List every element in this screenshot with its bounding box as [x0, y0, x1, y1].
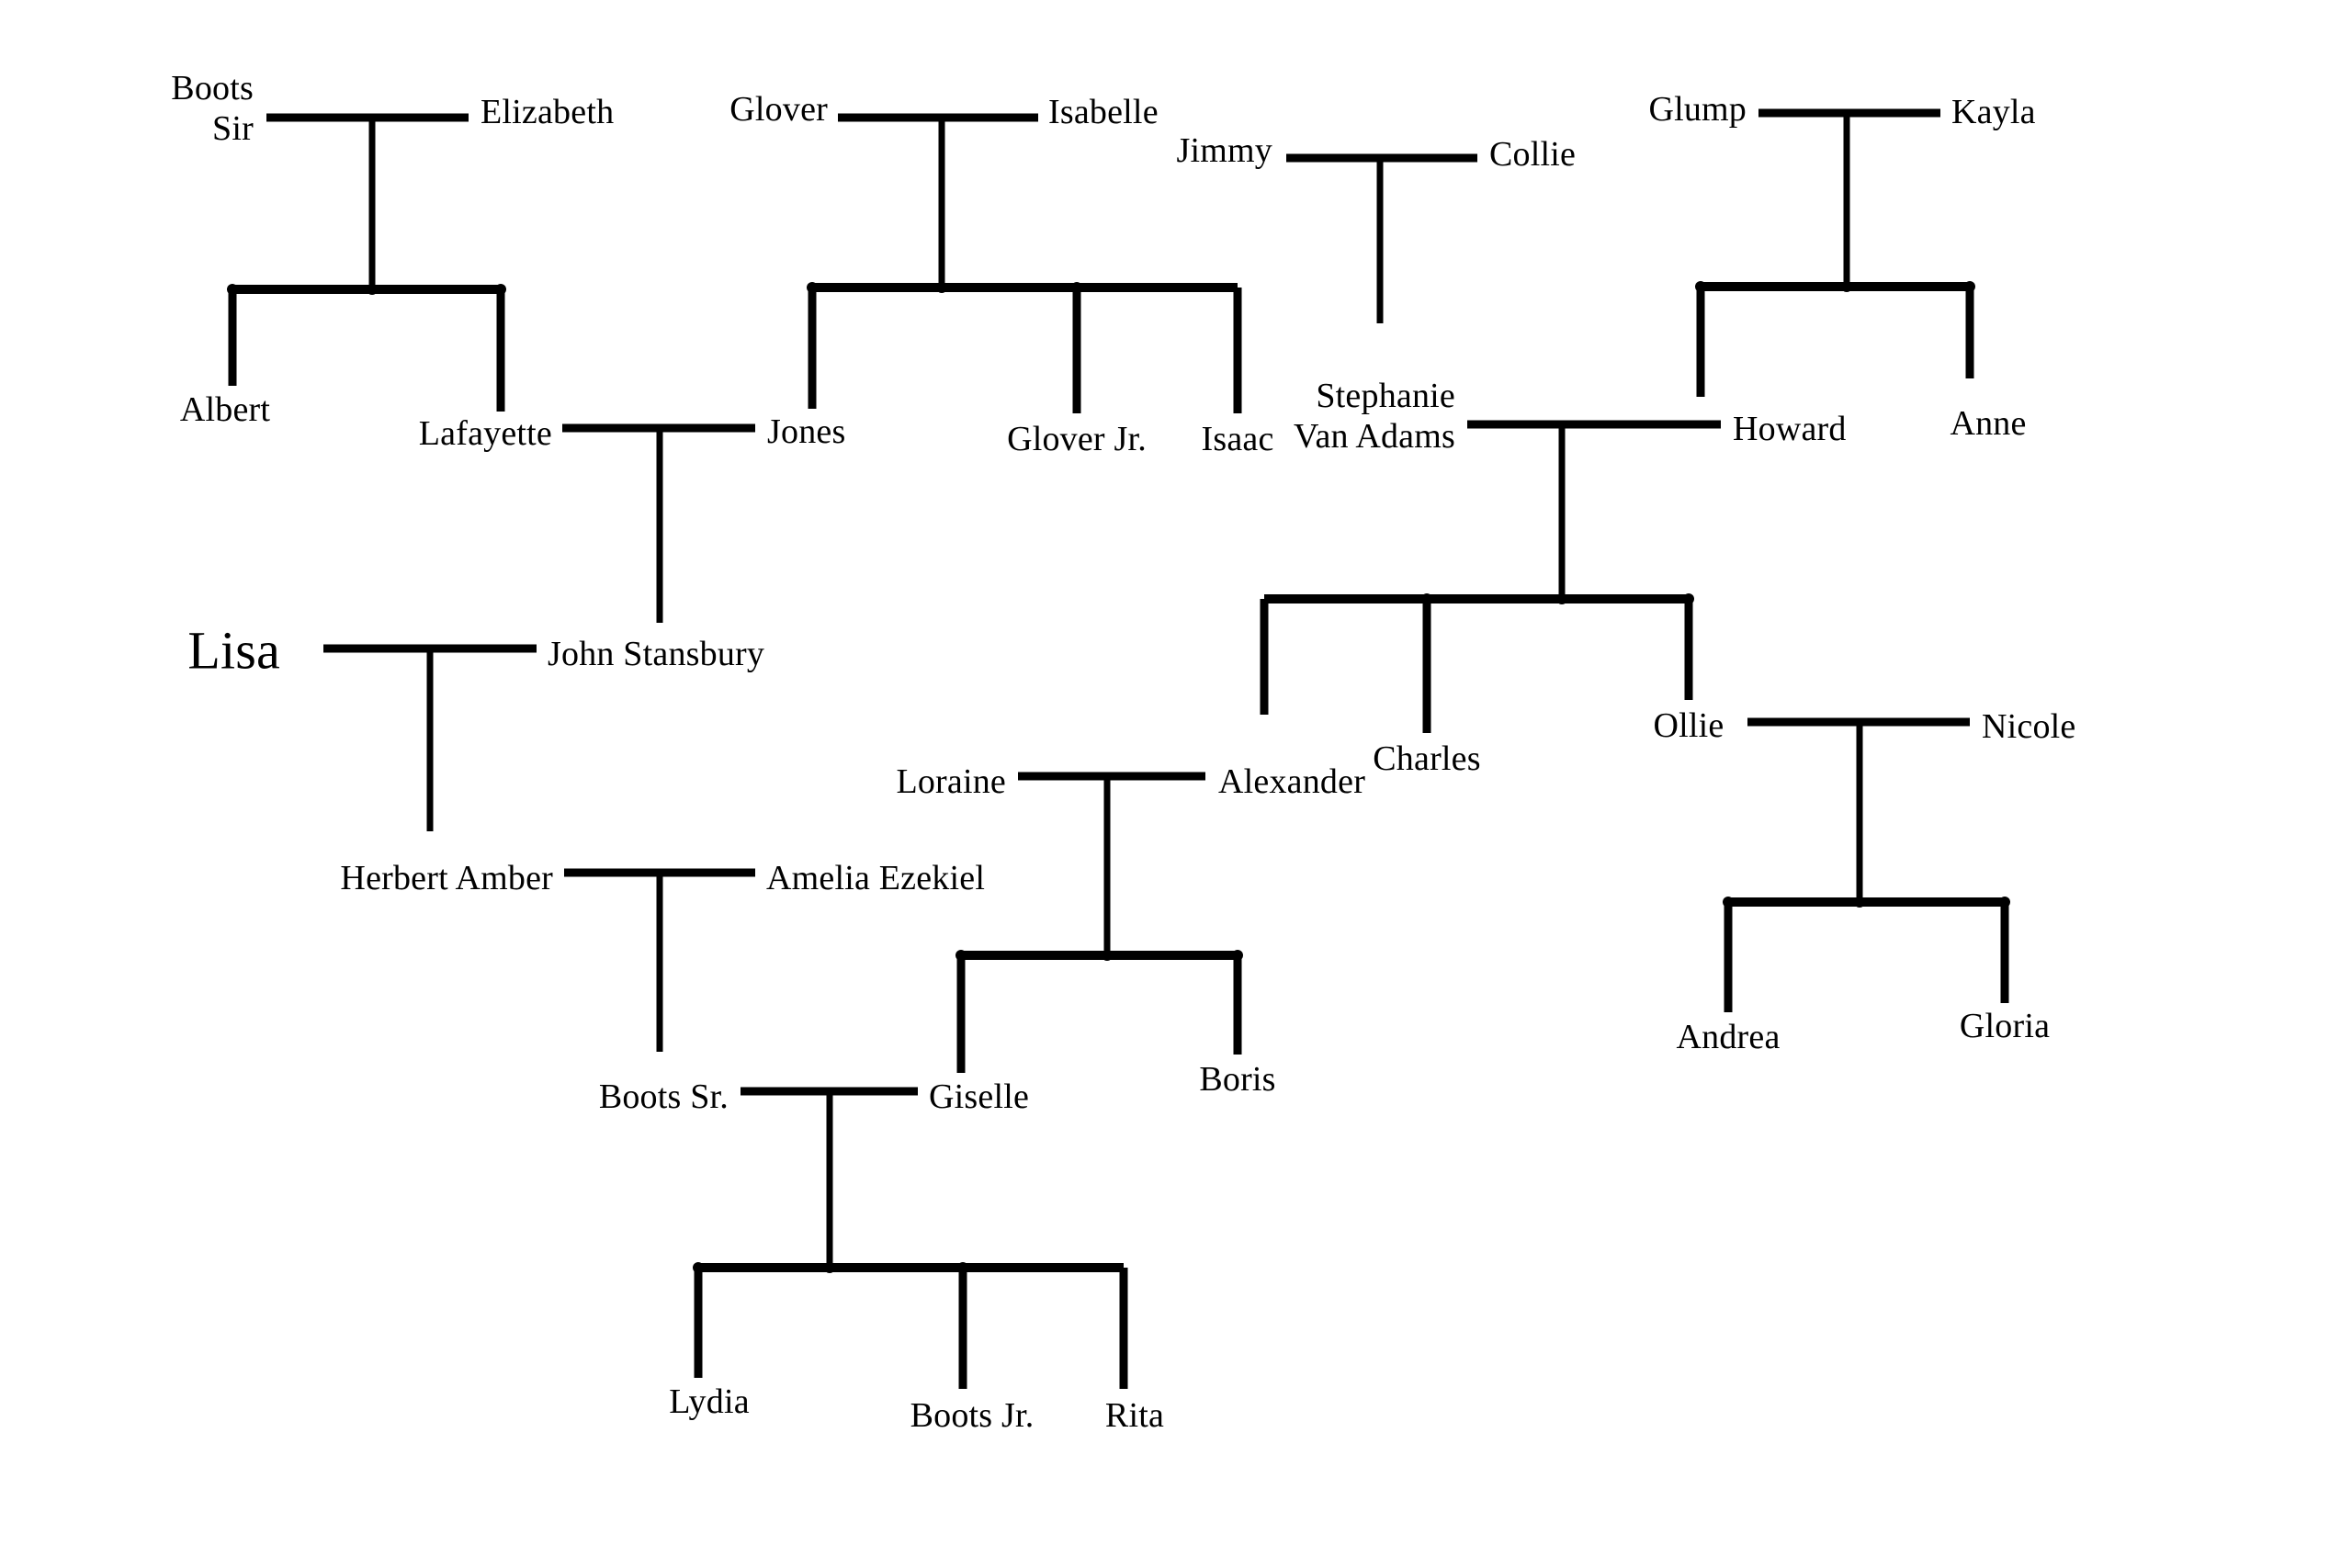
- person-label-isaac[interactable]: Isaac: [1201, 419, 1274, 458]
- joint-dot-u_boots_elizabeth-0: [227, 284, 238, 295]
- joint-dot-u_glump_kayla-2: [1841, 281, 1852, 292]
- person-label-jones[interactable]: Jones: [767, 412, 846, 451]
- joint-dot-u_ollie_nicole-1: [1999, 897, 2010, 908]
- joint-dot-u_bootssr_giselle-0: [693, 1262, 704, 1273]
- person-label-glover_jr[interactable]: Glover Jr.: [1007, 419, 1147, 458]
- person-label-isabelle[interactable]: Isabelle: [1048, 92, 1159, 131]
- joint-dot-u_loraine_alexander-2: [1102, 950, 1113, 961]
- person-label-charles[interactable]: Charles: [1373, 739, 1481, 778]
- person-label-albert[interactable]: Albert: [179, 389, 271, 429]
- person-label-giselle[interactable]: Giselle: [929, 1077, 1030, 1116]
- joint-dot-u_bootssr_giselle-1: [957, 1262, 968, 1273]
- person-label-boris[interactable]: Boris: [1199, 1059, 1276, 1099]
- person-label-collie[interactable]: Collie: [1489, 134, 1577, 174]
- joint-dot-u_stephanie_howard-1: [1683, 593, 1694, 604]
- joint-dot-u_glump_kayla-0: [1695, 281, 1706, 292]
- person-label-nicole[interactable]: Nicole: [1982, 706, 2076, 746]
- joint-dot-u_glover_isabelle-1: [1071, 282, 1082, 293]
- person-label-rita[interactable]: Rita: [1104, 1395, 1165, 1435]
- person-label-elizabeth[interactable]: Elizabeth: [481, 92, 615, 131]
- person-label-boots_sr[interactable]: Boots Sr.: [598, 1077, 729, 1116]
- person-label-alexander[interactable]: Alexander: [1218, 761, 1366, 801]
- person-label-jimmy[interactable]: Jimmy: [1176, 130, 1272, 170]
- joint-dot-u_loraine_alexander-0: [956, 950, 967, 961]
- joint-dot-u_stephanie_howard-2: [1556, 593, 1567, 604]
- person-label-lisa[interactable]: Lisa: [187, 620, 280, 681]
- person-label-lafayette[interactable]: Lafayette: [418, 413, 552, 453]
- joint-dot-u_boots_elizabeth-2: [367, 284, 378, 295]
- person-label-loraine[interactable]: Loraine: [896, 761, 1006, 801]
- person-label-howard[interactable]: Howard: [1733, 409, 1847, 448]
- person-label-boots_sir[interactable]: Boots Sir: [171, 68, 254, 148]
- joint-dot-u_ollie_nicole-2: [1854, 897, 1865, 908]
- person-label-glover[interactable]: Glover: [729, 89, 828, 129]
- joint-dot-u_glover_isabelle-0: [807, 282, 818, 293]
- person-label-boots_jr[interactable]: Boots Jr.: [910, 1395, 1035, 1435]
- person-label-john_stansbury[interactable]: John Stansbury: [548, 634, 765, 673]
- person-label-kayla[interactable]: Kayla: [1951, 92, 2036, 131]
- person-label-lydia[interactable]: Lydia: [669, 1382, 750, 1421]
- person-label-glump[interactable]: Glump: [1648, 89, 1747, 129]
- person-label-andrea[interactable]: Andrea: [1676, 1017, 1781, 1056]
- person-label-gloria[interactable]: Gloria: [1959, 1006, 2051, 1045]
- joint-dot-u_bootssr_giselle-2: [824, 1262, 835, 1273]
- person-label-anne[interactable]: Anne: [1950, 403, 2027, 443]
- person-label-ollie[interactable]: Ollie: [1653, 705, 1724, 745]
- joint-dot-u_loraine_alexander-1: [1232, 950, 1243, 961]
- person-label-stephanie[interactable]: Stephanie Van Adams: [1294, 376, 1455, 456]
- joint-dot-u_ollie_nicole-0: [1723, 897, 1734, 908]
- joint-dot-u_glump_kayla-1: [1964, 281, 1975, 292]
- person-label-amelia_ezekiel[interactable]: Amelia Ezekiel: [766, 858, 986, 897]
- joint-dot-u_glover_isabelle-2: [936, 282, 947, 293]
- person-label-herbert_amber[interactable]: Herbert Amber: [340, 858, 553, 897]
- joint-dot-u_stephanie_howard-0: [1421, 593, 1432, 604]
- joint-dot-u_boots_elizabeth-1: [495, 284, 506, 295]
